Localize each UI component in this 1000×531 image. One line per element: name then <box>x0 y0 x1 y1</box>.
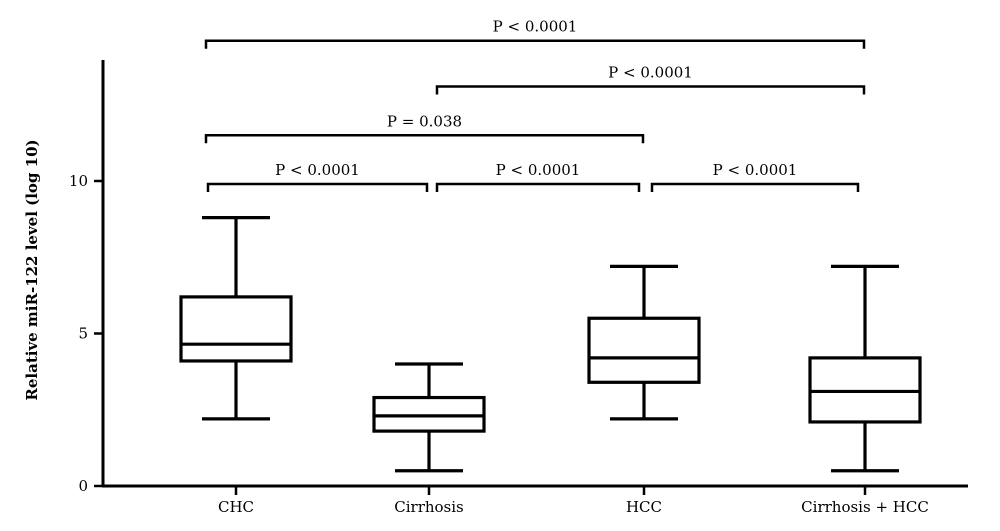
x-tick-label: Cirrhosis <box>394 498 464 516</box>
box-plot-1 <box>372 362 486 473</box>
bracket-line <box>650 182 860 193</box>
y-tick-label-0: 0 <box>78 477 88 495</box>
significance-bracket-0-3: P < 0.0001 <box>204 18 866 49</box>
y-axis-label: Relative miR-122 level (log 10) <box>23 139 41 400</box>
significance-bracket-2-3: P < 0.0001 <box>650 161 860 193</box>
p-value-label: P < 0.0001 <box>496 161 581 179</box>
iqr-box <box>587 316 701 384</box>
bracket-line <box>435 85 866 95</box>
box-plot-3 <box>808 264 922 473</box>
bracket-line <box>204 39 866 49</box>
bracket-line <box>435 182 641 193</box>
x-tick-label: Cirrhosis + HCC <box>801 498 929 516</box>
p-value-label: P < 0.0001 <box>713 161 798 179</box>
box-plot-2 <box>587 264 701 421</box>
iqr-box <box>179 295 293 363</box>
y-tick-label-10: 10 <box>69 172 88 190</box>
p-value-label: P = 0.038 <box>387 112 462 130</box>
significance-bracket-0-2: P = 0.038 <box>204 112 645 144</box>
p-value-label: P < 0.0001 <box>493 18 578 36</box>
bracket-line <box>204 134 645 144</box>
significance-bracket-1-3: P < 0.0001 <box>435 63 866 95</box>
p-value-label: P < 0.0001 <box>608 63 693 81</box>
box-plot-0 <box>179 216 293 421</box>
bracket-line <box>206 182 429 193</box>
y-tick-label-5: 5 <box>78 325 88 343</box>
significance-bracket-1-2: P < 0.0001 <box>435 161 641 193</box>
x-tick-label: CHC <box>218 498 254 516</box>
significance-bracket-0-1: P < 0.0001 <box>206 161 429 193</box>
x-tick-label: HCC <box>626 498 662 516</box>
p-value-label: P < 0.0001 <box>275 161 360 179</box>
